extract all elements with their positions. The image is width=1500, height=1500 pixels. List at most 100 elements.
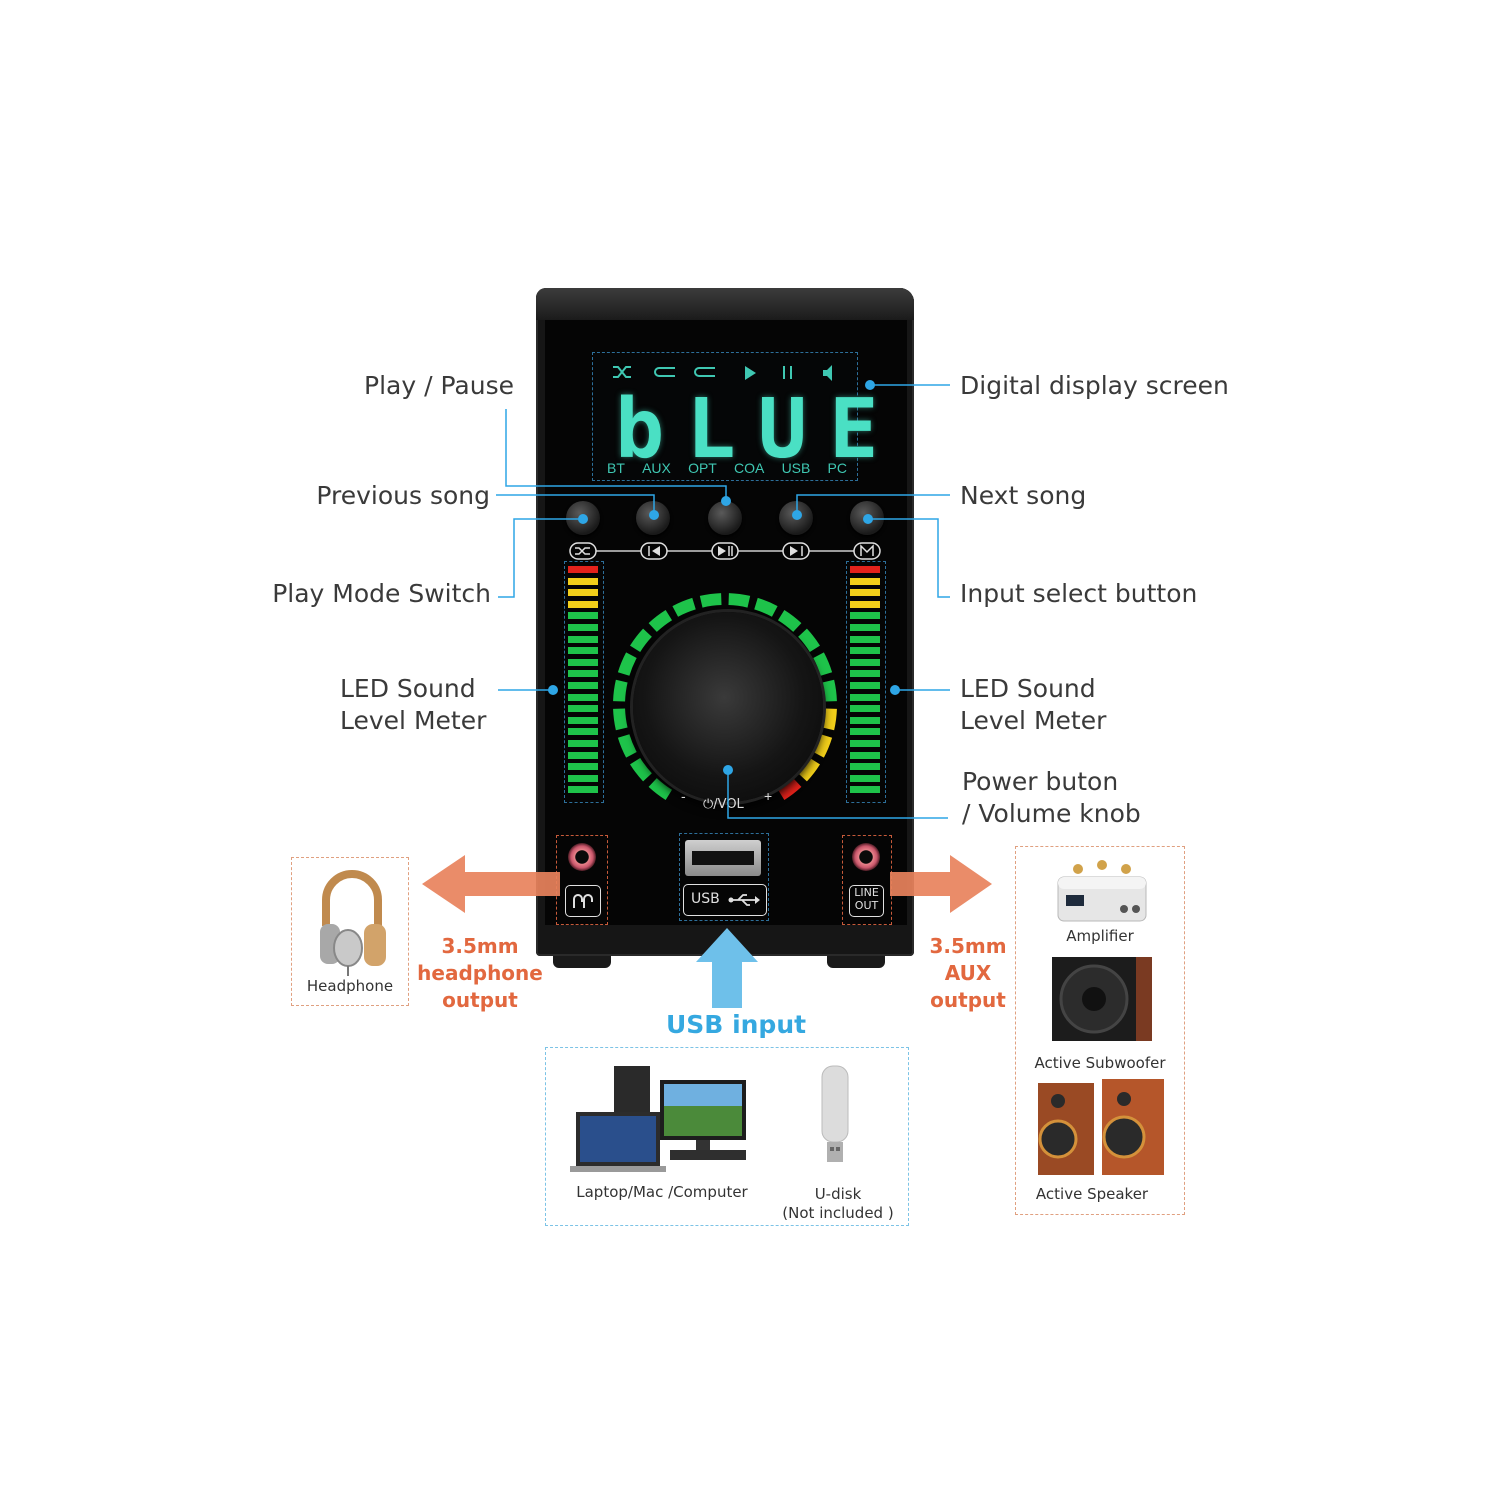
output-devices-card: Amplifier Active Subwoofer Active Speake… [1015,846,1185,1215]
callout-play-mode-switch: Play Mode Switch [272,579,491,608]
shuffle-icon [613,366,631,378]
mode-aux: AUX [642,460,671,476]
device-foot-right [827,956,885,968]
headphone-output-arrow [422,855,560,913]
callout-play-pause: Play / Pause [364,371,514,400]
headphone-symbol [565,885,601,917]
mode-usb: USB [781,460,811,476]
mode-bt: BT [607,460,625,476]
aux-output-arrow [890,855,992,913]
headphone-card: Headphone [291,857,409,1006]
volume-ring-segment [613,708,628,731]
led-segment [850,751,880,759]
display-status-icons [613,365,832,381]
led-segment [568,658,598,666]
volume-ring-segment [613,679,628,702]
mode-pc: PC [827,460,847,476]
callout-power-volume: Power buton / Volume knob [962,767,1141,828]
volume-ring-segment [822,679,837,702]
led-segment [850,658,880,666]
volume-ring-segment [630,757,652,782]
led-segment [568,612,598,620]
line-out-label-1: LINE [854,886,879,899]
volume-ring-segment [648,610,673,632]
led-segment [568,763,598,771]
usb-trident-icon [728,894,760,906]
led-segment [850,705,880,713]
led-segment [568,577,598,585]
volume-ring-segment [813,652,833,676]
button-symbol-row [569,542,881,560]
device-foot-left [553,956,611,968]
headphone-output-label: 3.5mm headphone output [417,934,543,1012]
line-out-label-2: OUT [854,899,879,912]
led-segment [850,647,880,655]
device-top-edge [536,288,914,320]
led-segment [568,670,598,678]
callout-next-song: Next song [960,481,1087,510]
led-segment [850,693,880,701]
led-segment [850,624,880,631]
volume-ring-segment [813,734,833,758]
led-segment [568,716,598,724]
computer-image [570,1066,746,1172]
input-mode-indicators: BT AUX OPT COA USB PC [607,460,847,476]
usb-port-box [679,833,769,921]
led-segment [568,682,598,689]
volume-ring-segment [822,708,837,731]
repeat-one-icon [654,367,675,377]
led-segment [568,589,598,597]
led-segment [850,716,880,724]
subwoofer-caption: Active Subwoofer [1034,1054,1166,1072]
line-out-jack[interactable] [852,843,880,871]
vol-plus-label: + [764,788,773,804]
led-meter-right [846,561,886,803]
line-out-symbol: LINE OUT [849,885,884,917]
led-segment [568,751,598,759]
volume-ring-segment [798,757,820,782]
led-segment [850,740,880,747]
mode-m-symbol-icon [860,544,874,556]
speaker-icon [823,365,832,381]
shuffle-symbol-icon [575,547,590,555]
u-disk-image [821,1065,849,1162]
led-segment [568,786,598,794]
led-segment [850,600,880,608]
volume-ring-segment [617,652,637,676]
usb-input-label: USB input [666,1010,807,1039]
amplifier-image [1057,860,1147,922]
led-segment [568,705,598,713]
headphone-caption: Headphone [306,977,394,995]
led-segment [568,647,598,655]
volume-ring-segment [728,593,751,608]
led-segment [850,566,880,573]
led-segment [850,589,880,597]
earphones-icon [573,894,593,908]
active-speaker-caption: Active Speaker [1035,1185,1149,1203]
usb-sources-card: Laptop/Mac /Computer U-disk (Not include… [545,1047,909,1226]
pause-icon [783,366,792,379]
led-segment [568,693,598,701]
mode-coa: COA [734,460,765,476]
vol-minus-label: - [681,788,686,804]
repeat-all-icon [694,367,715,377]
usb-label: USB [691,891,720,907]
led-segment [568,624,598,631]
led-segment [568,600,598,608]
usb-port[interactable] [685,840,761,876]
volume-ring-segment [672,597,696,617]
led-meter-left [564,561,604,803]
volume-ring-segment [777,778,802,800]
led-segment [568,728,598,736]
led-segment [568,774,598,782]
volume-ring-segment [754,597,778,617]
digital-display-screen: bLUE BT AUX OPT COA USB PC [592,352,878,481]
led-segment [850,670,880,678]
computer-caption: Laptop/Mac /Computer [576,1183,748,1201]
usb-symbol: USB [683,884,767,916]
callout-input-select: Input select button [960,579,1198,608]
headphone-jack[interactable] [568,843,596,871]
led-segment [850,682,880,689]
play-pause-button[interactable] [708,501,742,535]
